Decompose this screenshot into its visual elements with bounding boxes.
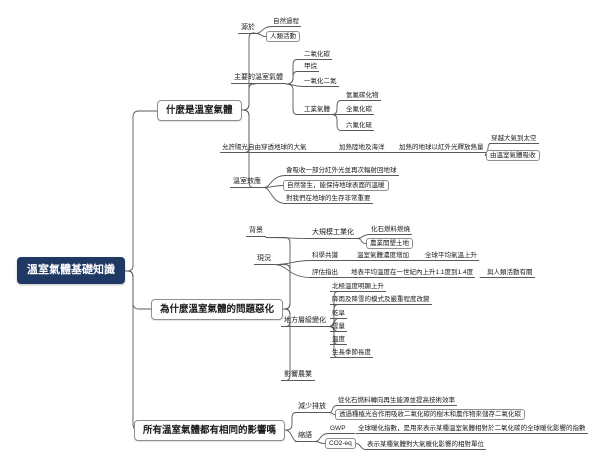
node-co2[interactable]: 二氧化碳 xyxy=(302,51,332,60)
node-precipitation[interactable]: 降雨及降雪的模式及嚴重程度改變 xyxy=(330,296,432,305)
node-local-changes[interactable]: 地方層級變化 xyxy=(281,317,329,327)
node-n2o[interactable]: 一氧化二氮 xyxy=(302,78,339,87)
node-topic-what[interactable]: 什麼是溫室氣體 xyxy=(157,100,242,121)
node-hfc[interactable]: 氫氟碳化物 xyxy=(344,92,381,101)
node-warming[interactable]: 全球平均氣溫上升 xyxy=(423,252,479,261)
node-reduce-emissions[interactable]: 減少排放 xyxy=(295,403,329,413)
node-root[interactable]: 溫室氣體基礎知識 xyxy=(17,257,125,284)
node-plant-storage[interactable]: 透過種植光合作用吸收二氧化碳的樹木和農作物來儲存二氧化碳 xyxy=(335,409,525,420)
node-gwp-def[interactable]: 全球暖化指數，是用來表示某種溫室氣體相對於二氧化碳的全球暖化影響的指數 xyxy=(356,425,588,434)
node-temperature[interactable]: 溫度 xyxy=(330,336,347,345)
node-arctic[interactable]: 北極溫度明顯上升 xyxy=(330,283,386,292)
node-renewable[interactable]: 從化石燃料轉向再生能源並提高技術效率 xyxy=(336,397,457,406)
node-natural-occur[interactable]: 自然發生，能保持地球表面的溫暖 xyxy=(283,180,389,191)
node-century-rise[interactable]: 地表平均溫度在一世紀內上升1.1度到1.4度 xyxy=(349,269,476,278)
node-sunlight[interactable]: 允許陽光自由穿透地球的大氣 xyxy=(220,144,309,153)
node-fossil-fuel[interactable]: 化石燃料燃燒 xyxy=(369,226,412,235)
node-drought[interactable]: 乾旱 xyxy=(330,310,347,319)
node-assessment[interactable]: 評估指出 xyxy=(310,269,340,278)
node-heats-land[interactable]: 加熱陸地及海洋 xyxy=(337,144,387,153)
node-survival[interactable]: 對我們在地球的生存非常重要 xyxy=(284,195,373,204)
node-co2eq-def[interactable]: 表示某種氣體對大氣暖化影響的相對單位 xyxy=(365,441,486,450)
node-agriculture[interactable]: 影響農業 xyxy=(281,371,315,381)
node-status[interactable]: 現況 xyxy=(254,255,274,265)
node-infrared-release[interactable]: 加熱的地球以紅外光釋放熱量 xyxy=(397,144,486,153)
node-concentration[interactable]: 溫室氣體濃度增加 xyxy=(355,252,411,261)
node-industrial-gases[interactable]: 工業氣體 xyxy=(302,106,332,115)
node-sf6[interactable]: 六氟化硫 xyxy=(344,122,374,131)
node-gwp[interactable]: GWP xyxy=(328,425,348,434)
node-season[interactable]: 生長季節長度 xyxy=(330,349,373,358)
node-topic-why[interactable]: 為什麼溫室氣體的問題惡化 xyxy=(151,299,284,320)
node-absorbed[interactable]: 由溫室氣體吸收 xyxy=(486,150,540,161)
node-main-gases[interactable]: 主要的溫室氣體 xyxy=(231,74,286,84)
node-industrialization[interactable]: 大規模工業化 xyxy=(309,229,357,239)
node-cloud[interactable]: 雲量 xyxy=(330,323,347,332)
node-background[interactable]: 背景 xyxy=(246,227,266,237)
node-consensus[interactable]: 科學共識 xyxy=(310,252,340,261)
node-co2eq[interactable]: CO2-eq xyxy=(325,438,356,449)
node-human-activity[interactable]: 與人類活動有關 xyxy=(485,269,535,278)
node-abbreviations[interactable]: 縮語 xyxy=(295,432,315,442)
node-methane[interactable]: 甲烷 xyxy=(302,63,319,72)
node-reradiate[interactable]: 會吸收一部分紅外光並再次輻射回地球 xyxy=(284,167,399,176)
node-topic-same-effect[interactable]: 所有溫室氣體都有相同的影響嗎 xyxy=(134,420,286,441)
node-to-space[interactable]: 穿越大氣到太空 xyxy=(489,135,539,144)
node-pfc[interactable]: 全氟化碳 xyxy=(344,106,374,115)
node-origin-natural[interactable]: 自然過程 xyxy=(271,18,301,27)
node-farmland[interactable]: 農業開墾土地 xyxy=(366,238,413,249)
node-greenhouse-effect[interactable]: 溫室效應 xyxy=(230,178,264,188)
node-origin-human[interactable]: 人類活動 xyxy=(266,31,300,42)
node-origin[interactable]: 源於 xyxy=(238,24,258,34)
